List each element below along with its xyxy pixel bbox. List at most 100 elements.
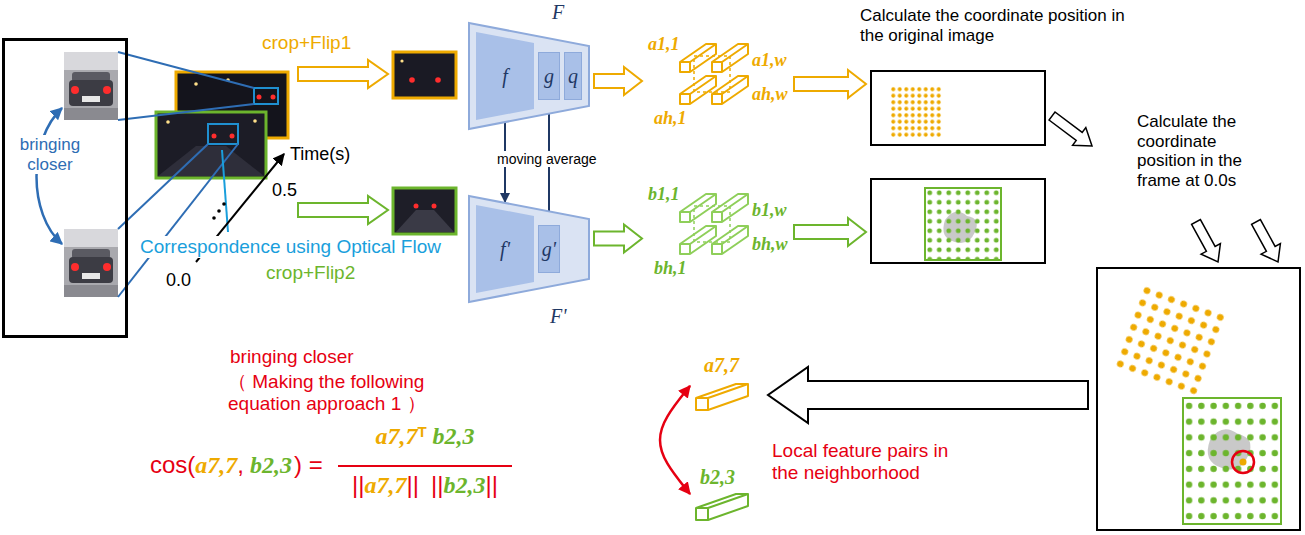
correspondence-line [118,104,254,120]
objective-label: bringing closer [230,346,354,368]
feature-grid: b1,1b1,wbh,1bh,w [646,182,790,282]
augmentation-label: crop+Flip1 [262,32,351,54]
equation-row: ||a7,7||||b2,3|| [352,471,498,500]
node-text: a7,7 [704,354,739,377]
crop-region [254,88,278,104]
leader-line [222,150,228,232]
tail-light [271,95,276,100]
network-trapezoid: F'f'g' [468,195,590,303]
hollow-arrow [1252,220,1281,262]
tail-light [257,95,262,100]
attract-arrow [37,108,63,244]
hollow-arrow [1192,220,1221,262]
hollow-arrow [768,367,1088,423]
frame-box [1097,268,1300,530]
fraction-bar [338,465,512,467]
axis-tick: 0.5 [272,180,297,201]
tail-light [230,134,235,139]
axis-tick: 0.0 [166,270,191,291]
node-text: Calculate the coordinate position in the… [860,6,1140,45]
node-text: F [552,1,564,24]
dot-grid [1112,282,1229,399]
objective-label: （ Making the following equation approach… [228,371,478,415]
dot-grid [890,86,942,138]
equation-variable: a7,7 [365,472,407,500]
tail-light [212,134,217,139]
node-text: g [544,65,554,88]
ellipsis-dot [217,209,221,213]
crop-region [208,124,238,144]
feature-prism [680,194,716,222]
street-light [400,59,403,62]
street-light [253,119,257,123]
equation-variable: b2,3 [443,472,485,500]
node-text: a1,1 [648,34,680,55]
equation-variable: b2,3 [250,452,292,480]
augmentation-label: crop+Flip2 [266,262,355,284]
projector-block: g' [538,225,560,273]
feature-prism [680,226,716,254]
node-text: ah,w [752,84,788,105]
axis-label: Time(s) [290,144,350,165]
connector [660,386,690,494]
shape-outline [469,196,589,302]
network-trapezoid: Ffgq [468,22,590,130]
car-crop [64,52,118,120]
dot-grid [1183,398,1281,524]
projector-block: g [538,52,560,100]
node-text: b1,1 [648,184,680,205]
augmented-crop [393,188,456,234]
car-crop [64,229,118,297]
shape-outline [476,32,534,120]
node-text: b2,3 [700,466,735,489]
street-light [166,120,170,124]
equation-symbol: || [407,471,419,499]
local-feature: b2,3 [692,466,760,522]
tail-light [432,204,437,209]
equation-symbol: T [417,423,426,440]
equation-symbol: || [352,471,364,499]
feature-prism [696,384,748,410]
annotation: Local feature pairs in the neighborhood [772,440,972,484]
equation-row: a7,7Tb2,3 [375,423,474,451]
node-text: f [502,65,508,88]
equation-row: cos(a7,7,b2,3) = [150,451,323,480]
neighborhood-circle [1232,451,1254,473]
equation-variable: a7,7 [375,423,417,451]
hollow-arrow [1049,112,1092,146]
equation-variable: b2,3 [433,423,475,451]
shape-outline [469,23,589,129]
node-text: bringing closer [15,135,85,174]
dot-grid [1112,282,1229,399]
encoder-block: f' [476,205,534,293]
feature-prism [680,76,716,104]
connector [594,225,642,253]
tail-light [414,204,419,209]
equation-symbol: || [485,471,497,499]
correspondence-line [118,144,238,297]
equation-symbol: || [431,471,443,499]
equation-symbol: cos( [150,451,195,479]
shape-outline [476,205,534,293]
dot-grid [925,188,1001,260]
street-light [194,82,198,86]
node-text: g' [542,238,556,261]
coordinate-box: Calculate the coordinate position in the… [870,178,1046,264]
feature-prism [680,44,716,72]
correspondence-line [118,144,208,229]
feature-prism [696,494,748,520]
node-text: ah,1 [654,108,687,129]
node-text: bh,1 [654,258,687,279]
correspondence-line [118,52,254,88]
node-text: a1,w [752,50,787,71]
augmented-crop [393,52,456,98]
equation-variable: a7,7 [195,452,237,480]
hollow-arrow [298,196,388,224]
equation-symbol: , [237,451,244,479]
equation-symbol: ) = [294,451,323,479]
road [158,146,264,176]
grid-outline [694,206,730,242]
road [396,210,454,232]
